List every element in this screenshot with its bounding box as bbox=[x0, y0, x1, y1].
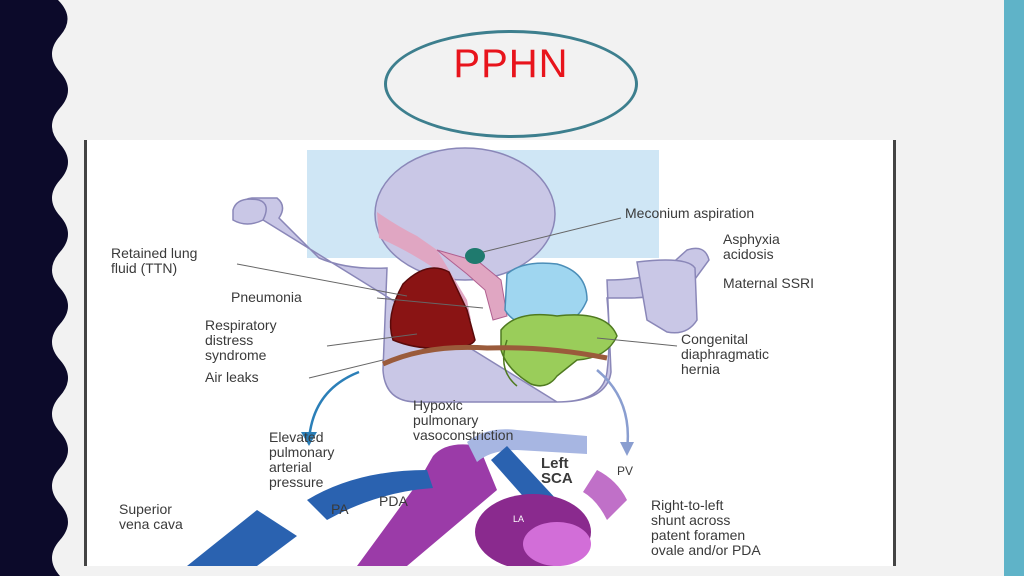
label-pa: PA bbox=[331, 501, 349, 517]
label-congenital-diaphragmatic-hernia: Congenital diaphragmatic hernia bbox=[681, 331, 769, 377]
label-superior-vena-cava: Superior vena cava bbox=[119, 501, 183, 532]
label-air-leaks: Air leaks bbox=[205, 369, 259, 385]
label-meconium-aspiration: Meconium aspiration bbox=[625, 205, 755, 221]
arrow-down-left bbox=[307, 370, 360, 441]
diaphragm bbox=[381, 344, 608, 367]
svc-blue-vessel bbox=[187, 510, 297, 566]
pphn-illustration bbox=[187, 147, 710, 566]
leader-lines bbox=[236, 217, 678, 379]
label-hypoxic-pulmonary-vasoconstriction: Hypoxic pulmonary vasoconstriction bbox=[413, 397, 514, 443]
label-pv: PV bbox=[617, 464, 634, 478]
label-left-sca: Left SCA bbox=[541, 455, 573, 487]
arrow-down-right bbox=[596, 369, 630, 451]
label-la: LA bbox=[513, 514, 525, 524]
title-oval bbox=[384, 30, 638, 138]
label-pneumonia: Pneumonia bbox=[231, 289, 302, 305]
pv-vessel bbox=[583, 470, 627, 520]
pa-blue-vessel bbox=[307, 470, 433, 520]
aorta-purple bbox=[357, 444, 497, 566]
label-respiratory-distress-syndrome: Respiratory distress syndrome bbox=[205, 317, 277, 363]
left-decorative-band bbox=[0, 0, 68, 576]
label-pda: PDA bbox=[379, 493, 408, 509]
label-retained-lung-fluid: Retained lung fluid (TTN) bbox=[111, 245, 198, 276]
right-accent-band bbox=[1004, 0, 1024, 576]
heart-vessels bbox=[187, 429, 627, 566]
label-maternal-ssri: Maternal SSRI bbox=[723, 275, 815, 291]
label-elevated-pulmonary-pressure: Elevated pulmonary arterial pressure bbox=[269, 429, 335, 490]
pphn-figure: Meconium aspiration Asphyxia acidosis Ma… bbox=[84, 140, 896, 566]
meconium-blob bbox=[465, 248, 485, 264]
label-asphyxia-acidosis: Asphyxia acidosis bbox=[723, 231, 780, 262]
left-sca-vessel bbox=[467, 429, 587, 462]
airway bbox=[377, 212, 471, 320]
slide-title: PPHN bbox=[453, 42, 569, 86]
heart-pink bbox=[523, 522, 591, 566]
label-right-to-left-shunt: Right-to-left shunt across patent forame… bbox=[651, 497, 761, 558]
